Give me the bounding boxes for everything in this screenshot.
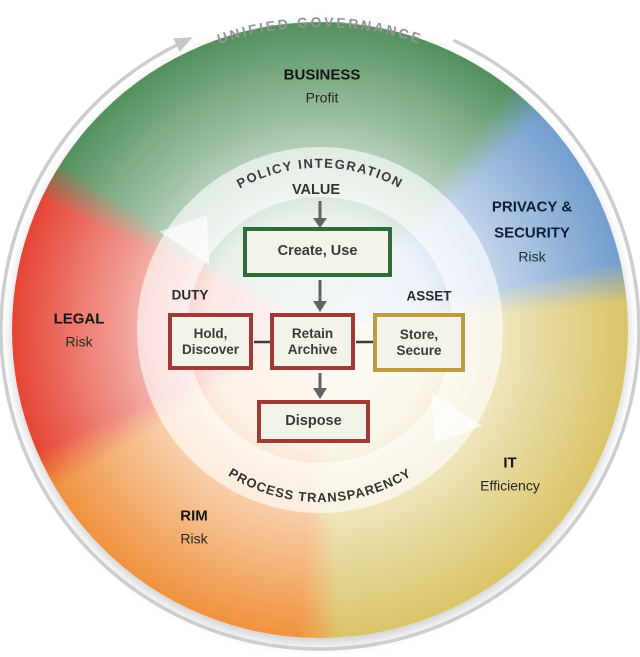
dispose-box-label: Dispose: [285, 412, 342, 429]
privacy-title-line1: PRIVACY &: [491, 198, 573, 216]
rim-title: RIM: [180, 507, 208, 525]
business-subtitle: Profit: [305, 88, 339, 105]
arrow-down-icon: [313, 218, 327, 228]
value-label: VALUE: [291, 182, 341, 198]
duty-label: DUTY: [171, 287, 209, 303]
retain-archive-box: Retain Archive: [270, 313, 355, 370]
sector-label-legal: LEGAL Risk: [54, 308, 105, 352]
privacy-title-line2: SECURITY: [494, 224, 570, 242]
ring-arrow-icon: [431, 393, 483, 443]
sector-label-it: IT Efficiency: [480, 452, 540, 496]
asset-label: ASSET: [406, 288, 452, 304]
ring-arrow-icon: [159, 215, 210, 266]
it-subtitle: Efficiency: [480, 476, 540, 493]
sector-label-privacy-security: PRIVACY & SECURITY Risk: [492, 195, 572, 270]
sector-label-rim: RIM Risk: [180, 505, 208, 549]
business-title: BUSINESS: [283, 66, 361, 84]
retain-archive-line2: Archive: [287, 341, 338, 357]
retain-archive-line1: Retain: [291, 325, 334, 341]
store-secure-line2: Secure: [396, 342, 442, 358]
hold-discover-line1: Hold,: [193, 325, 228, 341]
it-title: IT: [503, 454, 517, 472]
create-use-box-label: Create, Use: [277, 243, 358, 260]
sector-label-business: BUSINESS Profit: [284, 64, 361, 108]
arrow-down-icon: [313, 301, 327, 312]
hold-discover-line2: Discover: [181, 341, 240, 357]
unified-governance-label: UNIFIED GOVERNANCE: [215, 14, 425, 47]
inner-lifecycle-ring: [137, 147, 503, 513]
hold-discover-box: Hold, Discover: [168, 313, 253, 370]
arrow-down-icon: [313, 388, 327, 399]
privacy-subtitle: Risk: [518, 248, 546, 265]
store-secure-box: Store, Secure: [373, 313, 465, 372]
flow-arrowheads: [313, 218, 327, 399]
rim-subtitle: Risk: [180, 529, 208, 546]
outer-arc-arrow-icon: [173, 37, 193, 52]
legal-subtitle: Risk: [65, 332, 93, 349]
outer-governance-arc: [0, 39, 640, 651]
dispose-box: Dispose: [257, 400, 370, 443]
store-secure-line1: Store,: [399, 326, 439, 342]
create-use-box: Create, Use: [243, 227, 392, 277]
legal-title: LEGAL: [53, 310, 105, 328]
